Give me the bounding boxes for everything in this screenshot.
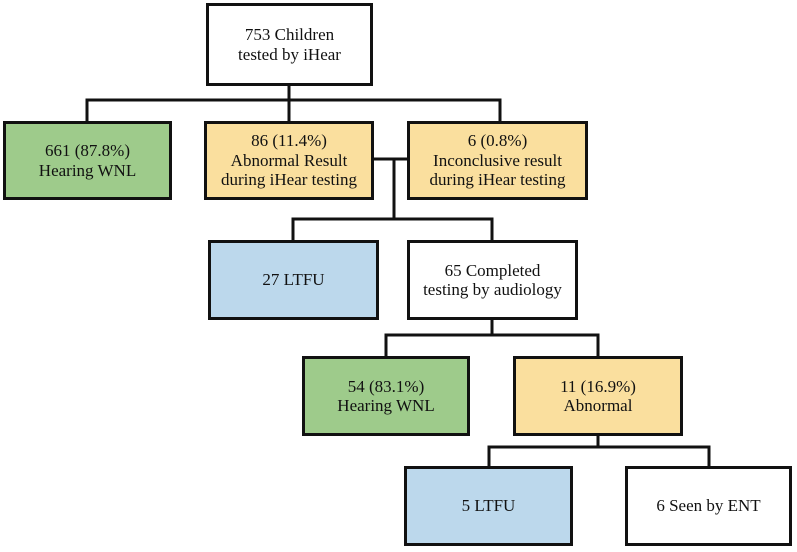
node-label-abnormal-ihear: 86 (11.4%) Abnormal Result during iHear … — [221, 131, 357, 190]
node-inconclusive-ihear[interactable]: 6 (0.8%) Inconclusive result during iHea… — [407, 121, 588, 200]
node-completed-audiology[interactable]: 65 Completed testing by audiology — [407, 240, 578, 320]
node-abnormal-ihear[interactable]: 86 (11.4%) Abnormal Result during iHear … — [204, 121, 374, 200]
node-seen-by-ent[interactable]: 6 Seen by ENT — [625, 466, 792, 546]
node-hearing-wnl-ihear[interactable]: 661 (87.8%) Hearing WNL — [3, 121, 172, 200]
node-label-ltfu-5: 5 LTFU — [461, 496, 516, 516]
node-label-tested: 753 Children tested by iHear — [238, 25, 341, 64]
node-label-completed-audiology: 65 Completed testing by audiology — [423, 260, 562, 299]
node-ltfu-5[interactable]: 5 LTFU — [404, 466, 573, 546]
node-hearing-wnl-audiology[interactable]: 54 (83.1%) Hearing WNL — [302, 356, 470, 436]
node-label-hearing-wnl-audiology: 54 (83.1%) Hearing WNL — [337, 376, 435, 415]
node-ltfu-27[interactable]: 27 LTFU — [208, 240, 379, 320]
node-label-seen-by-ent: 6 Seen by ENT — [656, 496, 761, 516]
node-label-inconclusive-ihear: 6 (0.8%) Inconclusive result during iHea… — [429, 131, 566, 190]
node-label-ltfu-27: 27 LTFU — [262, 270, 325, 290]
node-tested[interactable]: 753 Children tested by iHear — [206, 3, 373, 86]
node-label-hearing-wnl-ihear: 661 (87.8%) Hearing WNL — [38, 141, 137, 180]
node-label-abnormal-audiology: 11 (16.9%) Abnormal — [560, 376, 636, 415]
node-abnormal-audiology[interactable]: 11 (16.9%) Abnormal — [513, 356, 683, 436]
